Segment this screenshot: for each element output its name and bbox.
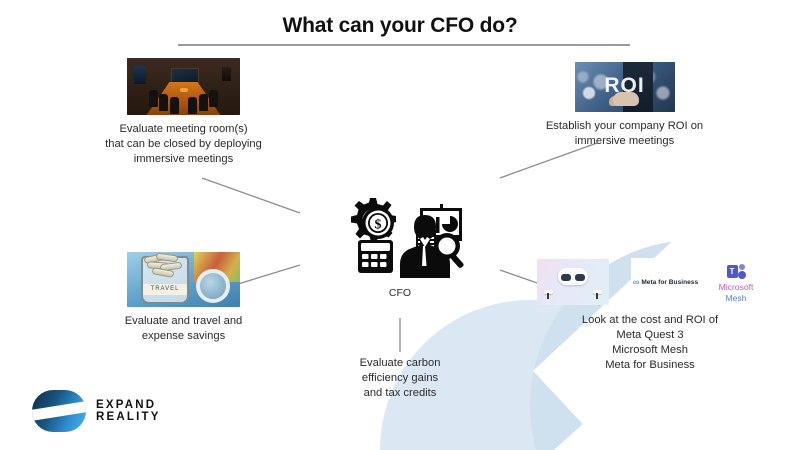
node-caption: Establish your company ROI on immersive … — [545, 120, 704, 147]
node-caption: Evaluate and travel and expense savings — [124, 315, 243, 342]
node-caption: Evaluate meeting room(s) that can be clo… — [105, 123, 262, 165]
microsoft-mesh-line2: Mesh — [725, 293, 747, 303]
meta-quest-3-headset-photo — [537, 259, 609, 305]
node-meeting-rooms: Evaluate meeting room(s) that can be clo… — [66, 58, 301, 167]
travel-jar-label: TRAVEL — [143, 284, 187, 295]
cfo-label: CFO — [388, 287, 412, 299]
microsoft-mesh-line1: Microsoft — [718, 282, 754, 292]
cfo-composite-icon: $ — [351, 198, 464, 278]
node-company-roi: ROI Establish your company ROI on immers… — [512, 62, 737, 149]
roi-business-photo: ROI — [574, 62, 675, 112]
teams-letter: T — [726, 265, 738, 278]
node-carbon-tax: Evaluate carbon efficiency gains and tax… — [310, 356, 490, 401]
center-cfo-node: $ — [322, 186, 478, 299]
microsoft-mesh-logo: T Microsoft Mesh — [707, 258, 765, 310]
meta-for-business-label: Meta for Business — [641, 279, 699, 286]
node-caption: Look at the cost and ROI of Meta Quest 3… — [581, 314, 719, 371]
expand-reality-wordmark: EXPAND REALITY — [96, 399, 161, 423]
meta-infinity-icon: ∞ — [632, 277, 640, 287]
microsoft-teams-icon: T — [726, 264, 746, 280]
roi-overlay-text: ROI — [604, 74, 645, 97]
svg-text:$: $ — [375, 218, 382, 233]
node-hardware-cost: Look at the cost and ROI of Meta Quest 3… — [530, 313, 770, 373]
page-title: What can your CFO do? — [282, 14, 518, 37]
brand-line-2: REALITY — [96, 411, 161, 423]
title-underline — [178, 44, 630, 46]
meta-for-business-logo: ∞ Meta for Business — [631, 258, 700, 307]
node-travel-expense: TRAVEL Evaluate and travel and expense s… — [66, 252, 301, 344]
expand-reality-logo: EXPAND REALITY — [32, 390, 161, 432]
conference-room-photo — [127, 58, 240, 115]
brand-line-1: EXPAND — [96, 399, 157, 411]
node-caption: Evaluate carbon efficiency gains and tax… — [359, 357, 441, 399]
travel-savings-jar-photo: TRAVEL — [127, 252, 240, 307]
expand-reality-logo-mark — [32, 390, 86, 432]
